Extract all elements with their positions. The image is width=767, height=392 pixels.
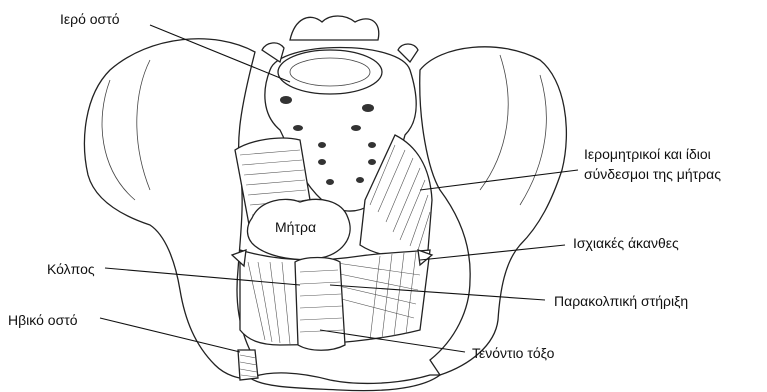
- label-paracolpium: Παρακολπική στήριξη: [554, 293, 688, 309]
- label-pubic-bone: Ηβικό οστό: [8, 312, 78, 328]
- label-uterosacral-line2: σύνδεσμοι της μήτρας: [584, 166, 721, 182]
- label-ischial-spines: Ισχιακές άκανθες: [573, 235, 679, 251]
- label-uterus: Μήτρα: [275, 219, 316, 235]
- vagina: [295, 258, 345, 351]
- label-arcus-tendineus: Τενόντιο τόξο: [472, 345, 555, 361]
- label-sacrum: Ιερό οστό: [60, 11, 120, 27]
- label-uterosacral-line1: Ιερομητρικοί και ίδιοι: [584, 146, 711, 162]
- label-vagina: Κόλπος: [47, 261, 95, 277]
- pubic-symphysis: [238, 350, 258, 380]
- pubic-arch: [250, 373, 440, 391]
- lumbar-vertebra: [278, 50, 382, 94]
- left-iliac-wing: [84, 39, 255, 379]
